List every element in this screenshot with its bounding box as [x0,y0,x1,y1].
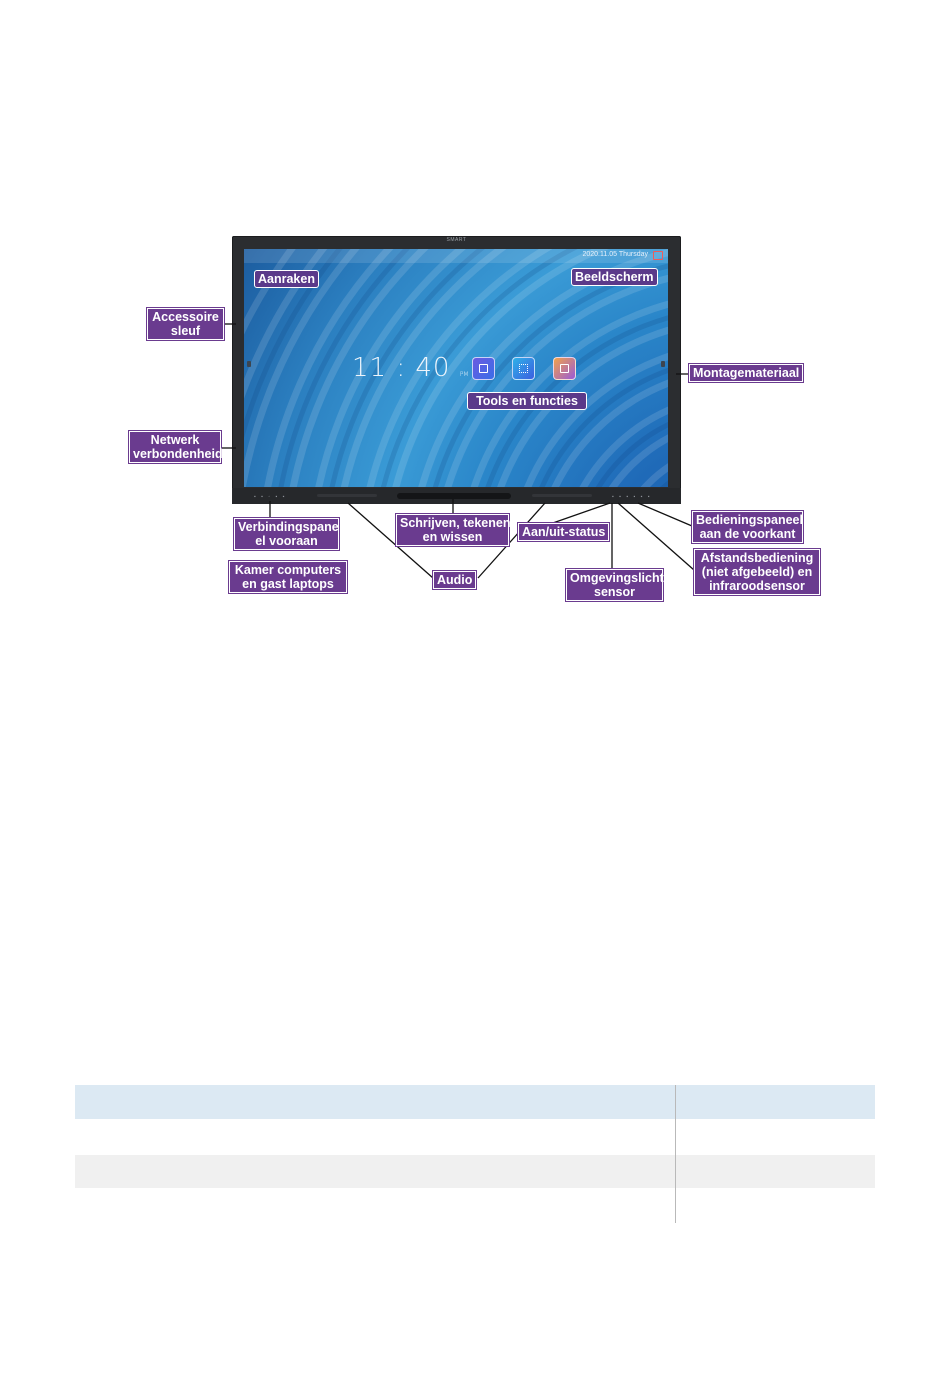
label-accessoire-sleuf: Accessoire sleuf [147,308,224,340]
label-bediening-line1: Bedieningspaneel [696,513,803,527]
label-afstand-line2: (niet afgebeeld) en [701,565,813,579]
label-kamer-computers: Kamer computers en gast laptops [229,561,347,593]
label-afstand-line3: infraroodsensor [709,579,805,593]
label-kamer-line1: Kamer computers [234,563,342,577]
clock: 11 : 40 PM [352,353,469,383]
label-omgevings-line1: Omgevingslicht [570,571,664,585]
table-column-divider [675,1085,676,1223]
display-bottom-bezel: ▪ ▪ ◦ ▪ ▪ ▪ ▪ ▪ ▪ ▪ ▪ [232,488,681,504]
whiteboard-app-icon[interactable] [472,357,495,380]
screen-status-bar: 2020.11.05 Thursday [244,249,668,263]
clock-time: 11 : 40 [352,353,451,383]
left-edge-indicator [247,361,251,367]
label-schrijven-line1: Schrijven, tekenen [400,516,511,530]
brand-logo: SMART [446,237,467,243]
label-verbinding-line2: el vooraan [255,534,318,548]
table-header-row [75,1085,875,1119]
label-beeldscherm: Beeldscherm [571,268,658,286]
label-bedieningspaneel: Bedieningspaneel aan de voorkant [692,511,803,543]
label-netwerk: Netwerk verbondenheid [129,431,223,463]
label-omgevings-line2: sensor [594,585,635,599]
label-schrijven: Schrijven, tekenen en wissen [396,514,511,546]
label-verbinding-line1: Verbindingspane [238,520,339,534]
label-verbindingspaneel: Verbindingspane el vooraan [234,518,339,550]
display-screen: 2020.11.05 Thursday 11 : 40 PM [244,249,668,487]
label-bediening-line2: aan de voorkant [699,527,796,541]
right-edge-indicator [661,361,665,367]
label-omgevingslicht: Omgevingslicht sensor [566,569,664,601]
table-row [75,1155,875,1188]
front-connection-ports: ▪ ▪ ◦ ▪ ▪ [254,494,287,500]
label-netwerk-line1: Netwerk [150,433,200,447]
files-folder-icon[interactable] [553,357,576,380]
callout-lines [222,323,695,579]
apps-grid-icon[interactable] [512,357,535,380]
screen-share-icon [653,251,663,260]
label-afstandsbediening: Afstandsbediening (niet afgebeeld) en in… [694,549,820,595]
label-afstand-line1: Afstandsbediening [700,551,814,565]
label-tools: Tools en functies [467,392,587,410]
label-aanraken: Aanraken [254,270,319,288]
label-netwerk-line2: verbondenheid [133,447,223,461]
label-montagemateriaal: Montagemateriaal [689,364,804,382]
label-kamer-line2: en gast laptops [242,577,334,591]
date-text: 2020.11.05 Thursday [582,251,648,258]
speaker-left [317,494,377,497]
label-aan-uit-status: Aan/uit-status [518,523,610,541]
speaker-right [532,494,592,497]
label-schrijven-line2: en wissen [422,530,483,544]
clock-suffix: PM [459,371,469,378]
label-audio: Audio [433,571,477,589]
front-control-buttons: ▪ ▪ ▪ ▪ ▪ ▪ [612,494,652,500]
pen-tray [397,493,511,499]
label-accessoire-line1: Accessoire [152,310,219,324]
label-accessoire-line2: sleuf [170,324,201,338]
